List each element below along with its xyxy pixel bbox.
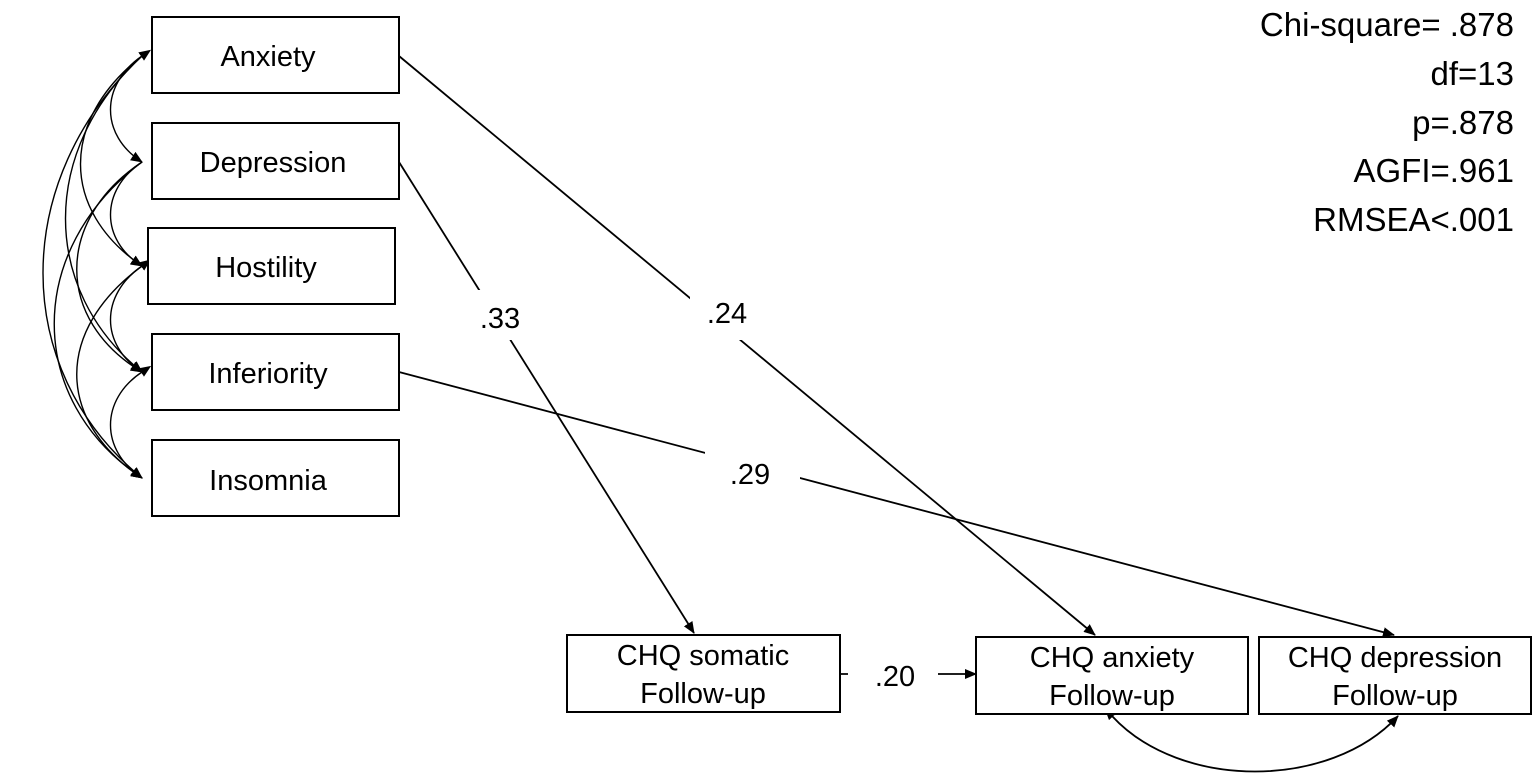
outcome-chq-somatic-line1: CHQ somatic <box>617 640 789 672</box>
predictor-inferiority-label: Inferiority <box>208 358 328 390</box>
predictor-hostility: Hostility <box>147 227 396 305</box>
fit-chi-square: Chi-square= .878 <box>1260 6 1514 43</box>
predictor-depression: Depression <box>151 122 400 200</box>
coef-inferiority-depression: .29 <box>730 459 770 491</box>
covariance-inferiority-insomnia <box>109 365 152 479</box>
predictor-anxiety: Anxiety <box>151 16 400 94</box>
predictor-depression-label: Depression <box>200 147 347 179</box>
predictor-hostility-label: Hostility <box>215 252 317 284</box>
predictor-anxiety-label: Anxiety <box>220 41 316 73</box>
coef-anxiety-anxiety: .24 <box>707 298 747 330</box>
covariance-chq-anxiety-chq-depression <box>1104 707 1399 773</box>
regression-paths <box>398 55 1395 679</box>
path-depression-to-chq-somatic <box>398 161 695 634</box>
fit-df: df=13 <box>1431 55 1515 92</box>
fit-agfi: AGFI=.961 <box>1353 152 1514 189</box>
covariance-anxiety-insomnia <box>42 55 143 479</box>
outcome-chq-depression-line1: CHQ depression <box>1288 642 1502 674</box>
predictor-insomnia-label: Insomnia <box>209 465 328 497</box>
outcome-chq-anxiety: CHQ anxiety Follow-up <box>975 636 1249 715</box>
fit-statistics: Chi-square= .878 df=13 p=.878 AGFI=.961 … <box>1260 6 1514 238</box>
covariance-depression-inferiority <box>76 161 143 373</box>
covariance-anxiety-hostility <box>79 55 143 267</box>
predictor-covariances <box>42 49 152 479</box>
outcome-chq-anxiety-line1: CHQ anxiety <box>1030 642 1195 674</box>
outcome-chq-somatic: CHQ somatic Follow-up <box>566 634 841 713</box>
outcome-chq-depression: CHQ depression Follow-up <box>1258 636 1532 715</box>
outcome-chq-depression-line2: Follow-up <box>1332 680 1458 712</box>
covariance-hostility-insomnia <box>76 259 151 479</box>
outcome-chq-somatic-line2: Follow-up <box>640 678 766 710</box>
coef-somatic-anxiety: .20 <box>875 661 915 693</box>
coef-depression-somatic: .33 <box>480 303 520 335</box>
predictor-inferiority: Inferiority <box>151 333 400 411</box>
covariance-depression-insomnia <box>53 161 143 479</box>
covariance-anxiety-inferiority <box>64 55 143 373</box>
outcome-chq-anxiety-line2: Follow-up <box>1049 680 1175 712</box>
covariance-depression-hostility <box>109 161 143 267</box>
fit-rmsea: RMSEA<.001 <box>1313 201 1514 238</box>
predictor-insomnia: Insomnia <box>151 439 400 517</box>
path-inferiority-to-chq-depression <box>398 371 1395 638</box>
path-anxiety-to-chq-anxiety <box>398 55 1096 636</box>
covariance-hostility-inferiority <box>109 265 143 373</box>
fit-p: p=.878 <box>1412 104 1514 141</box>
